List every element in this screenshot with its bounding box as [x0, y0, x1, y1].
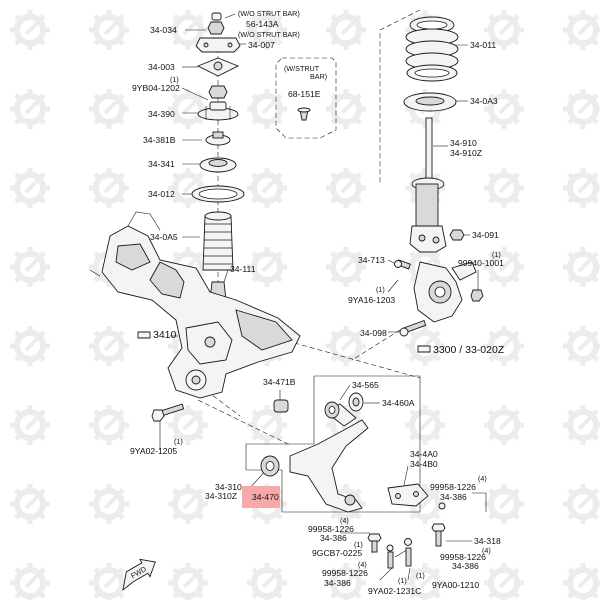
lower-control-arm	[289, 403, 369, 513]
steering-knuckle	[413, 261, 484, 323]
label-9gcb7-0225: 9GCB7-0225	[312, 548, 362, 558]
label-34-003: 34-003	[148, 62, 175, 72]
label-99958-1226-a: 99958-1226	[430, 482, 476, 492]
label-99940-1001: 99940-1001	[458, 258, 504, 268]
highlight-34-470	[242, 486, 280, 508]
label-34-381b: 34-381B	[143, 135, 176, 145]
label-wo-strut-bar-1: (W/O STRUT BAR)	[238, 9, 300, 18]
label-34-011: 34-011	[470, 40, 496, 50]
label-34-386-d: 34-386	[324, 578, 351, 588]
fwd-arrow: FWD	[122, 558, 156, 592]
label-34-0a3: 34-0A3	[470, 96, 498, 106]
ref-marks	[137, 331, 431, 353]
strut-assembly	[409, 117, 447, 253]
label-qty-9gcb7: (1)	[354, 540, 363, 549]
label-qty-9ya02-1231c: (1)	[398, 576, 407, 585]
bushing-34-565	[324, 401, 340, 419]
label-34-318: 34-318	[474, 536, 501, 546]
label-w-strut: (W/STRUT	[284, 64, 320, 73]
label-wo-strut-bar-2: (W/O STRUT BAR)	[238, 30, 300, 39]
label-9ya02-1205: 9YA02-1205	[130, 446, 177, 456]
label-99958-1226-c: 99958-1226	[440, 552, 486, 562]
bushing-34-470	[260, 455, 280, 477]
clip-part	[297, 107, 311, 121]
bolt-34-713	[394, 259, 411, 270]
label-bar: BAR)	[310, 72, 327, 81]
label-34-012: 34-012	[148, 189, 175, 199]
coil-spring	[405, 16, 459, 82]
clip-box	[275, 57, 337, 139]
label-68-151e: 68-151E	[288, 89, 321, 99]
label-34-565: 34-565	[352, 380, 379, 390]
label-qty-99958-d: (4)	[358, 560, 367, 569]
label-99958-1226-d: 99958-1226	[322, 568, 368, 578]
label-34-910: 34-910	[450, 138, 477, 148]
bushing-34-460a	[348, 392, 364, 412]
label-9yb04-1202: 9YB04-1202	[132, 83, 180, 93]
label-34-0a5: 34-0A5	[150, 232, 178, 242]
label-34-386-b: 34-386	[320, 533, 347, 543]
label-34-310z: 34-310Z	[205, 491, 237, 501]
label-34-111: 34-111	[230, 264, 256, 274]
label-99958-1226-b: 99958-1226	[308, 524, 354, 534]
label-qty-99940: (1)	[492, 250, 501, 259]
label-34-4b0: 34-4B0	[410, 459, 438, 469]
strut-top-parts	[191, 12, 245, 301]
label-qty-9ya00: (1)	[416, 571, 425, 580]
subframe	[89, 211, 301, 399]
label-9ya16-1203: 9YA16-1203	[348, 295, 395, 305]
bottom-bolts	[367, 502, 446, 569]
label-34-007: 34-007	[248, 40, 275, 50]
label-qty-99958-a: (4)	[478, 474, 487, 483]
label-34-386-a: 34-386	[440, 492, 467, 502]
bushing-34-471b	[273, 399, 289, 413]
nut-34-091	[449, 229, 465, 241]
label-34-460a: 34-460A	[382, 398, 415, 408]
label-3410: 3410	[153, 329, 177, 341]
bracket-34-4a0	[387, 483, 429, 507]
bolt-34-098	[399, 320, 427, 337]
label-34-034: 34-034	[150, 25, 177, 35]
label-34-310: 34-310	[215, 482, 242, 492]
label-34-341: 34-341	[148, 159, 175, 169]
label-34-091: 34-091	[472, 230, 499, 240]
lower-arm-box	[245, 375, 421, 513]
label-9ya02-1231c: 9YA02-1231C	[368, 586, 421, 596]
label-qty-9ya02-1205: (1)	[174, 437, 183, 446]
label-34-390: 34-390	[148, 109, 175, 119]
label-34-470: 34-470	[252, 492, 279, 502]
label-3300-33-020z: 3300 / 33-020Z	[433, 344, 505, 356]
label-34-4a0: 34-4A0	[410, 449, 438, 459]
label-34-098: 34-098	[360, 328, 387, 338]
label-qty-9yb04: (1)	[170, 75, 179, 84]
label-9ya00-1210: 9YA00-1210	[432, 580, 479, 590]
label-qty-9ya16: (1)	[376, 285, 385, 294]
spring-seat	[403, 92, 457, 112]
label-qty-99958-c: (4)	[482, 546, 491, 555]
label-34-713: 34-713	[358, 255, 385, 265]
label-qty-99958-b: (4)	[340, 516, 349, 525]
label-34-910z: 34-910Z	[450, 148, 482, 158]
label-34-471b: 34-471B	[263, 377, 296, 387]
bolt-9ya02-1205	[151, 403, 185, 422]
label-34-386-c: 34-386	[452, 561, 479, 571]
part-labels: 34-034 (W/O STRUT BAR) 56-143A (W/O STRU…	[130, 9, 505, 596]
label-56-143a: 56-143A	[246, 19, 279, 29]
